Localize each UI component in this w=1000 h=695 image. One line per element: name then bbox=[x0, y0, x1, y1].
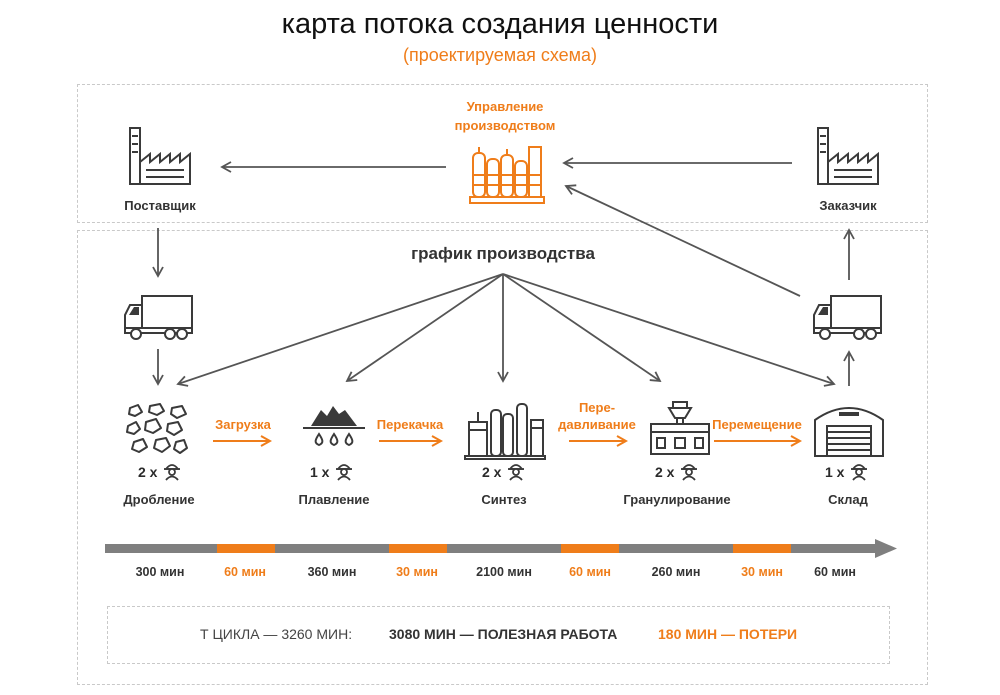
timeline-segment bbox=[619, 544, 733, 553]
timeline-value: 30 мин bbox=[396, 565, 438, 579]
summary-useful: 3080 МИН — ПОЛЕЗНАЯ РАБОТА bbox=[389, 626, 618, 642]
worker-count-melting: 1 x bbox=[310, 464, 329, 480]
worker-count-synthesis: 2 x bbox=[482, 464, 501, 480]
worker-count-text: 2 x bbox=[138, 464, 158, 480]
transfer-label-pressing-line1: Пере- bbox=[578, 400, 616, 415]
timeline-segment bbox=[217, 544, 275, 553]
management-label-line2: производством bbox=[454, 118, 556, 133]
timeline-segment bbox=[561, 544, 619, 553]
timeline-value: 360 мин bbox=[307, 565, 357, 579]
timeline-segment bbox=[733, 544, 791, 553]
stage-name-granulation: Гранулирование bbox=[623, 492, 731, 507]
worker-count-text: 2 x bbox=[655, 464, 675, 480]
worker-count-granulation: 2 x bbox=[655, 464, 674, 480]
stage-name-crushing: Дробление bbox=[123, 492, 195, 507]
stage-name-synthesis: Синтез bbox=[481, 492, 527, 507]
worker-icon bbox=[681, 464, 697, 481]
timeline-segment bbox=[447, 544, 561, 553]
synthesis-reactor-icon bbox=[464, 403, 546, 460]
stage-name-melting: Плавление bbox=[298, 492, 370, 507]
worker-icon bbox=[851, 464, 867, 481]
arrow-truck-management bbox=[564, 184, 801, 297]
outbound-truck-icon bbox=[813, 295, 882, 340]
timeline-bar bbox=[105, 539, 897, 558]
summary-losses: 180 МИН — ПОТЕРИ bbox=[658, 626, 798, 642]
worker-icon bbox=[336, 464, 352, 481]
transfer-label-pumping: Перекачка bbox=[376, 417, 444, 432]
supplier-label: Поставщик bbox=[124, 198, 196, 213]
timeline-value: 260 мин bbox=[651, 565, 701, 579]
summary-box bbox=[107, 606, 890, 664]
timeline-arrowhead bbox=[875, 539, 897, 558]
stage-name-warehouse: Склад bbox=[828, 492, 868, 507]
worker-count-crushing: 2 x bbox=[138, 464, 157, 480]
page-subtitle: (проектируемая схема) bbox=[402, 45, 598, 65]
management-label-line1: Управление bbox=[466, 99, 544, 114]
timeline-value: 300 мин bbox=[135, 565, 185, 579]
timeline-segment bbox=[791, 544, 875, 553]
supplier-factory-icon bbox=[129, 127, 191, 185]
inbound-truck-icon bbox=[124, 295, 193, 340]
schedule-label: график производства bbox=[411, 244, 595, 263]
timeline-value: 60 мин bbox=[814, 565, 856, 579]
production-frame bbox=[77, 230, 928, 685]
timeline-value: 2100 мин bbox=[476, 565, 532, 579]
arrow-schedule-granulation bbox=[502, 273, 662, 383]
transfer-label-moving: Перемещение bbox=[712, 417, 802, 432]
crushing-stones-icon bbox=[126, 403, 188, 454]
worker-count-text: 1 x bbox=[310, 464, 330, 480]
arrow-schedule-crushing bbox=[176, 273, 504, 387]
transfer-label-loading: Загрузка bbox=[215, 417, 271, 432]
warehouse-icon bbox=[814, 407, 884, 457]
customer-factory-icon bbox=[817, 127, 879, 185]
timeline-segment bbox=[275, 544, 389, 553]
management-plant-icon bbox=[469, 146, 545, 204]
worker-count-text: 2 x bbox=[482, 464, 502, 480]
worker-count-warehouse: 1 x bbox=[825, 464, 844, 480]
worker-count-text: 1 x bbox=[825, 464, 845, 480]
timeline-value: 30 мин bbox=[741, 565, 783, 579]
worker-icon bbox=[164, 464, 180, 481]
info-flow-frame bbox=[77, 84, 928, 223]
melting-icon bbox=[303, 406, 365, 447]
page-title: карта потока создания ценности bbox=[281, 8, 719, 40]
arrow-schedule-melting bbox=[345, 273, 504, 383]
timeline-value: 60 мин bbox=[569, 565, 611, 579]
timeline-value: 60 мин bbox=[224, 565, 266, 579]
arrow-schedule-warehouse bbox=[502, 273, 836, 387]
transfer-label-pressing-line2: давливание bbox=[558, 417, 636, 432]
customer-label: Заказчик bbox=[819, 198, 877, 213]
summary-cycle: Т ЦИКЛА — 3260 МИН: bbox=[200, 626, 353, 642]
granulation-icon bbox=[650, 401, 710, 455]
worker-icon bbox=[508, 464, 524, 481]
timeline-segment bbox=[389, 544, 447, 553]
timeline-segment bbox=[105, 544, 217, 553]
